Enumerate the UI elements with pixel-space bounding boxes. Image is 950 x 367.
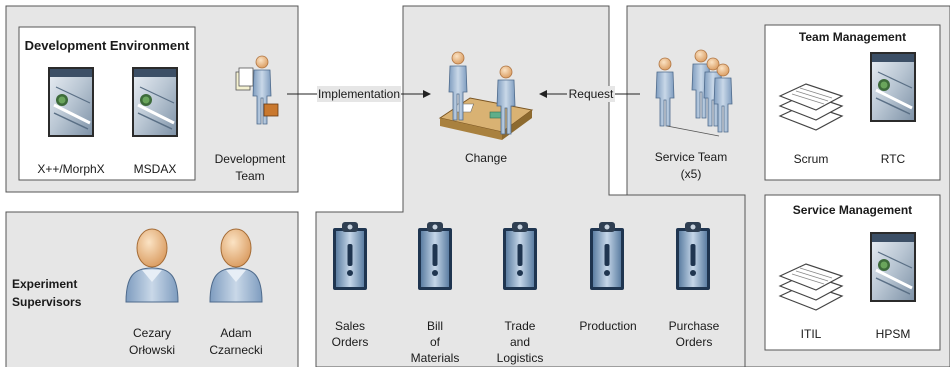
purchase-orders-clipboard-icon (676, 222, 710, 290)
production-clipboard-icon (590, 222, 624, 290)
implementation-label: Implementation (317, 87, 401, 101)
trade-and-logistics-clipboard-icon (503, 222, 537, 290)
developer-with-documents-icon (235, 55, 279, 125)
sales-orders-clipboard-icon (333, 222, 367, 290)
team-group-icon (655, 49, 733, 137)
hpsm-label: HPSM (875, 327, 911, 341)
team-management-title: Team Management (798, 30, 907, 44)
purchase-orders-label: Purchase Orders (668, 319, 720, 349)
rtc-window-icon (868, 50, 918, 124)
service-team-label: Service Team (x5) (654, 150, 728, 181)
change-label: Change (464, 151, 508, 165)
itil-label: ITIL (800, 327, 822, 341)
xpp-morphx-window-icon (46, 65, 96, 139)
adam-name-label: Adam Czarnecki (209, 326, 263, 357)
production-label: Production (579, 319, 637, 333)
msdax-window-icon (130, 65, 180, 139)
service-management-title: Service Management (792, 203, 913, 217)
development-team-label: Development Team (214, 152, 286, 183)
meeting-at-desk-icon (438, 51, 534, 140)
development-environment-title: Development Environment (24, 38, 190, 53)
bill-of-materials-clipboard-icon (418, 222, 452, 290)
request-label: Request (568, 87, 614, 101)
rtc-label: RTC (880, 152, 906, 166)
bill-of-materials-label: Bill of Materials (410, 319, 460, 365)
cezary-name-label: Cezary Orłowski (128, 326, 175, 357)
msdax-label: MSDAX (133, 162, 177, 176)
trade-and-logistics-label: Trade and Logistics (496, 319, 544, 365)
experiment-supervisors-title: Experiment Supervisors (12, 277, 82, 309)
hpsm-window-icon (868, 230, 918, 304)
sales-orders-label: Sales Orders (331, 319, 369, 349)
scrum-label: Scrum (793, 152, 829, 166)
xpp-morphx-label: X++/MorphX (37, 162, 105, 176)
